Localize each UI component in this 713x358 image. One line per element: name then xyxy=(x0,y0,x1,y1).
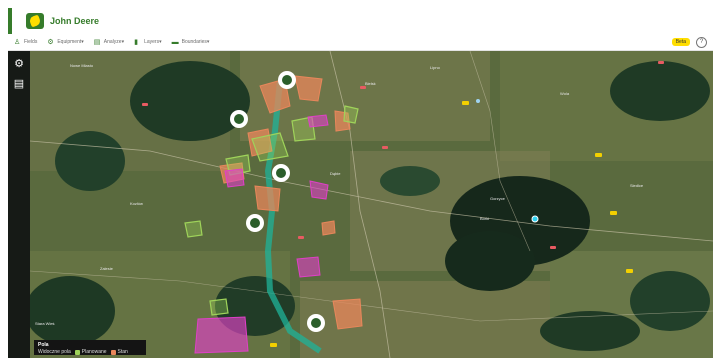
toolbar-item-equipment[interactable]: ⚙ Equipment ▾ xyxy=(47,39,83,46)
place-label: Nowe Miasto xyxy=(70,63,94,68)
toolbar-label: Equipment xyxy=(57,39,82,45)
header: John Deere xyxy=(12,8,713,34)
map-canvas[interactable] xyxy=(30,51,713,358)
legend-swatch xyxy=(74,349,80,355)
legend-item-label: Stan xyxy=(117,349,128,355)
brand-name: John Deere xyxy=(50,16,100,26)
toolbar-label: Analyze xyxy=(103,39,122,45)
toolbar-item-fields[interactable]: ♙ Fields xyxy=(14,39,37,46)
legend-item-label: Planowane xyxy=(81,349,107,355)
beta-badge[interactable]: Beta xyxy=(671,38,690,46)
ruler-icon: ▬ xyxy=(171,38,179,46)
toolbar-right: Beta ? xyxy=(671,36,707,48)
road-number-badge xyxy=(142,103,148,106)
road-number-badge xyxy=(298,236,304,239)
place-label: Gorzyce xyxy=(490,196,505,201)
chevron-down-icon: ▾ xyxy=(159,39,162,45)
field-polygon[interactable] xyxy=(251,132,289,162)
toolbar-label: Layers xyxy=(144,39,160,45)
place-label: Wola xyxy=(560,91,570,96)
map-legend: Pola Widoczne pola Planowane Stan xyxy=(34,340,146,355)
road-number-badge xyxy=(382,146,388,149)
deere-logo-icon[interactable] xyxy=(26,13,44,29)
tractor-marker-icon[interactable] xyxy=(230,110,248,128)
field-polygon[interactable] xyxy=(294,75,323,102)
place-label: Borki xyxy=(480,216,490,221)
document-icon[interactable]: ▤ xyxy=(13,78,25,90)
road-number-badge xyxy=(550,246,556,249)
place-label: Bielsk xyxy=(365,81,376,86)
location-marker-icon[interactable] xyxy=(531,215,539,223)
field-polygon[interactable] xyxy=(334,110,351,132)
toolbar: ♙ Fields ⚙ Equipment ▾ ▤ Analyze ▾ ▮ Lay… xyxy=(8,34,713,51)
field-polygon[interactable] xyxy=(343,105,359,124)
brand-bar xyxy=(8,8,12,34)
tractor-marker-icon[interactable] xyxy=(278,71,296,89)
legend-subtitle: Widoczne pola xyxy=(38,349,71,355)
road-number-badge xyxy=(462,101,469,105)
chevron-down-icon: ▾ xyxy=(121,39,125,45)
road-number-badge xyxy=(270,343,277,347)
legend-swatch xyxy=(110,349,116,355)
satellite-map[interactable]: Nowe Miasto Bielsk Lipno Wola Kozłów Dąb… xyxy=(30,51,713,358)
field-polygon[interactable] xyxy=(307,114,329,128)
tractor-icon: ⚙ xyxy=(47,38,54,46)
field-polygon[interactable] xyxy=(321,220,336,236)
toolbar-item-boundaries[interactable]: ▬ Boundaries ▾ xyxy=(172,39,210,46)
tractor-marker-icon[interactable] xyxy=(307,314,325,332)
tractor-icon[interactable]: ⚙ xyxy=(14,58,24,70)
chevron-down-icon: ▾ xyxy=(206,39,210,45)
road-number-badge xyxy=(626,269,633,273)
place-label: Kozłów xyxy=(130,201,143,206)
person-icon: ♙ xyxy=(14,38,21,46)
place-label: Lipno xyxy=(430,65,440,70)
chart-icon: ▮ xyxy=(134,38,138,46)
help-icon[interactable]: ? xyxy=(696,36,707,48)
field-polygon[interactable] xyxy=(224,168,245,188)
document-icon: ▤ xyxy=(93,38,101,46)
map-sidebar: ⚙ ▤ xyxy=(8,51,30,358)
place-label: Dąbie xyxy=(330,171,341,176)
field-polygon[interactable] xyxy=(209,298,229,316)
tractor-marker-icon[interactable] xyxy=(272,164,290,182)
brand-stripe xyxy=(0,0,12,358)
legend-title: Pola xyxy=(38,342,49,348)
field-polygon[interactable] xyxy=(309,180,329,200)
field-polygon[interactable] xyxy=(332,298,363,330)
field-polygon[interactable] xyxy=(296,256,321,278)
road-number-badge xyxy=(610,211,617,215)
field-polygon[interactable] xyxy=(194,316,249,354)
place-label: Stara Wieś xyxy=(35,321,55,326)
location-marker-icon[interactable] xyxy=(476,99,480,103)
place-label: Zalesie xyxy=(100,266,113,271)
field-polygon[interactable] xyxy=(184,220,203,238)
toolbar-label: Boundaries xyxy=(181,39,207,45)
toolbar-item-analyze[interactable]: ▤ Analyze ▾ xyxy=(94,39,124,46)
road-number-badge xyxy=(595,153,602,157)
road-number-badge xyxy=(658,61,664,64)
place-label: Siedlce xyxy=(630,183,644,188)
toolbar-label: Fields xyxy=(24,39,38,45)
toolbar-item-layers[interactable]: ▮ Layers ▾ xyxy=(134,39,162,46)
chevron-down-icon: ▾ xyxy=(81,39,84,45)
route-path xyxy=(264,80,322,354)
road-number-badge xyxy=(360,86,366,89)
legend-row: Widoczne pola Planowane Stan xyxy=(38,349,142,355)
field-polygon[interactable] xyxy=(254,185,281,212)
tractor-marker-icon[interactable] xyxy=(246,214,264,232)
